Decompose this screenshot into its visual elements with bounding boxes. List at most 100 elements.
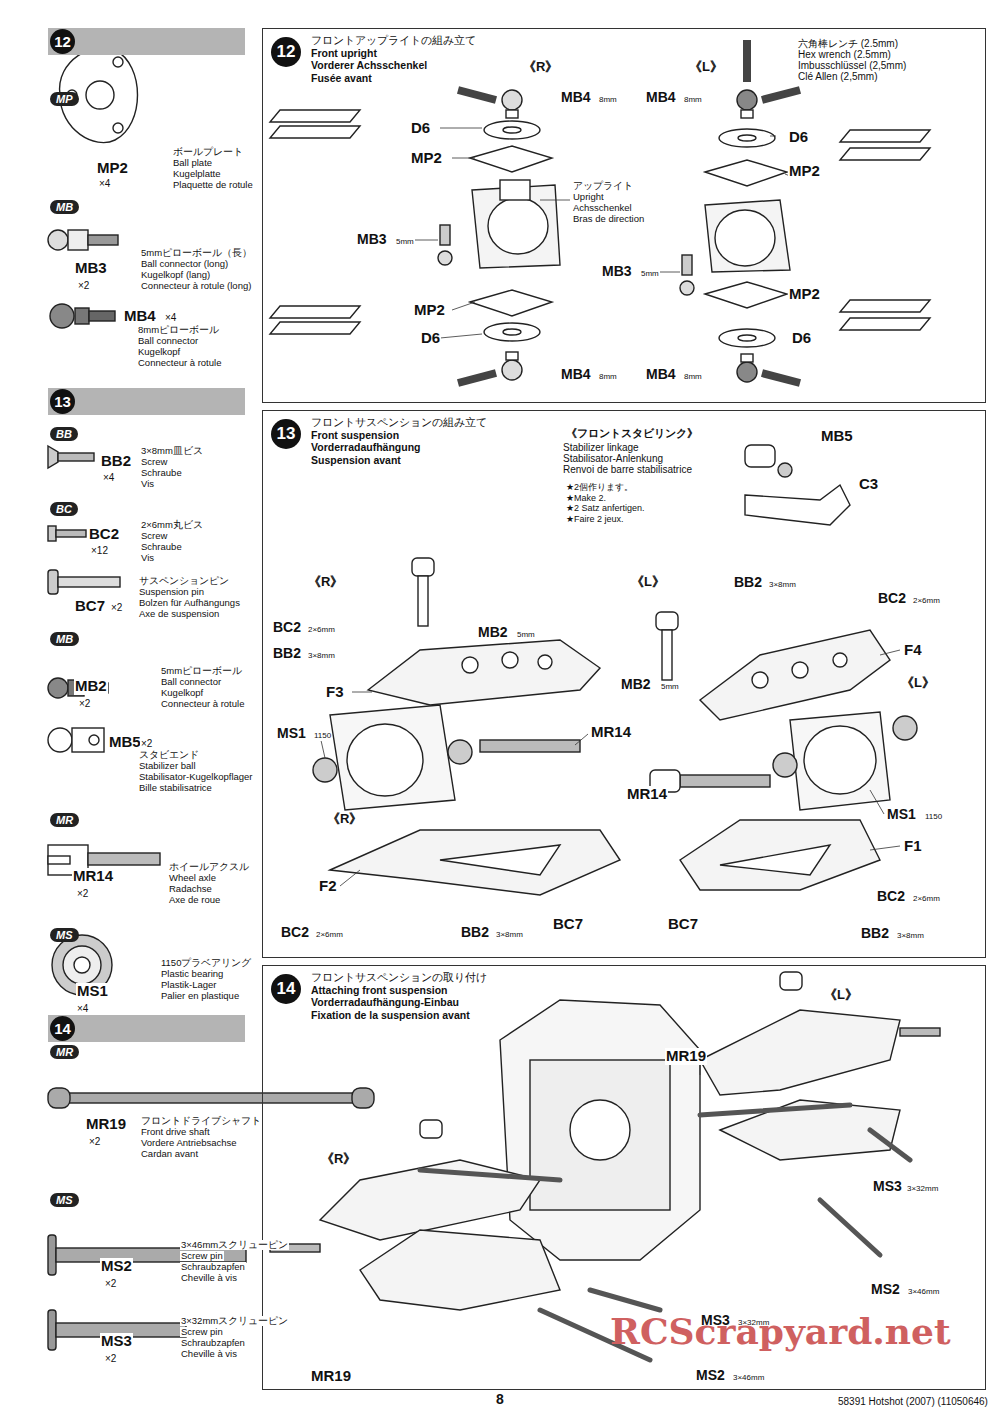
part-label: C3 [858, 476, 879, 493]
part-label: MS3 [872, 1179, 903, 1194]
annotation: 1150 [313, 732, 332, 741]
watermark: RCScrapyard.net [610, 1312, 951, 1352]
annotation: ★2個作ります。 [565, 483, 634, 493]
annotation: Achsschenkel [572, 203, 633, 213]
part-label: MP2 [96, 160, 129, 177]
step-title: Front suspension [311, 430, 399, 442]
part-label: MB4 [645, 90, 677, 105]
part-bag-tag: MR [50, 813, 79, 827]
annotation: 8mmピローボール [137, 325, 220, 335]
step-number: 12 [271, 37, 301, 67]
part-label: MB4 [123, 308, 157, 325]
annotation: 8mm [598, 373, 618, 382]
part-label: BC2 [876, 889, 906, 904]
annotation: ×12 [90, 545, 109, 556]
part-label: MP2 [410, 150, 443, 167]
annotation: Palier en plastique [160, 991, 240, 1001]
annotation: Cheville à vis [180, 1349, 238, 1359]
annotation: 2×6mm [315, 931, 344, 940]
annotation: ×2 [104, 1278, 117, 1289]
part-label: MS3 [100, 1333, 133, 1350]
annotation: Kugelkopf [160, 688, 204, 698]
part-label: MB2 [74, 678, 108, 695]
annotation: Ball connector (long) [140, 259, 229, 269]
step-number: 13 [271, 419, 301, 449]
part-label: D6 [791, 330, 812, 347]
annotation: ×2 [88, 1136, 101, 1147]
annotation: Plaquette de rotule [172, 180, 254, 190]
annotation: ×2 [140, 738, 153, 749]
part-label: 《L》 [823, 988, 859, 1002]
part-label: BC7 [74, 598, 106, 615]
part-label: F4 [903, 642, 923, 659]
annotation: Ball connector [137, 336, 199, 346]
part-bag-tag: MB [50, 200, 79, 214]
annotation: ×2 [77, 280, 90, 291]
annotation: ×2 [78, 698, 91, 709]
annotation: Connecteur à rotule (long) [140, 281, 252, 291]
annotation: 2×6mm丸ビス [140, 520, 204, 530]
part-label: BB2 [100, 453, 132, 470]
annotation: フロントドライブシャフト [140, 1116, 262, 1126]
annotation: Kugelkopf [137, 347, 181, 357]
annotation: 2×6mm [307, 626, 336, 635]
annotation: Ball connector [160, 677, 222, 687]
annotation: Axe de roue [168, 895, 221, 905]
annotation: 1150 [924, 813, 943, 822]
annotation: ×2 [76, 888, 89, 899]
part-bag-tag: MR [50, 1045, 79, 1059]
part-label: F2 [318, 878, 338, 895]
annotation: 3×8mm [307, 652, 336, 661]
annotation: Cardan avant [140, 1149, 199, 1159]
step-title: フロントサスペンションの取り付け [311, 972, 487, 984]
annotation: 3×8mm [768, 581, 797, 590]
annotation: スタビエンド [138, 750, 200, 760]
part-label: 《L》 [630, 575, 666, 589]
annotation: Hex wrench (2.5mm) [797, 49, 892, 60]
annotation: ★2 Satz anfertigen. [565, 504, 646, 514]
part-bag-tag: BC [50, 502, 78, 516]
step-number: 13 [50, 389, 75, 414]
part-label: MB4 [560, 90, 592, 105]
part-label: BB2 [860, 926, 890, 941]
part-label: MB3 [74, 260, 108, 277]
annotation: ×4 [76, 1003, 89, 1014]
annotation: Stabilizer linkage [562, 442, 640, 453]
part-label: MP2 [788, 163, 821, 180]
annotation: Stabilisator-Anlenkung [562, 453, 664, 464]
part-label: MR19 [665, 1048, 707, 1065]
annotation: Clé Allen (2,5mm) [797, 71, 878, 82]
part-label: MB2 [477, 625, 509, 640]
annotation: Connecteur à rotule [160, 699, 245, 709]
part-label: 《R》 [522, 60, 559, 74]
annotation: 2×6mm [912, 895, 941, 904]
step-title: Front upright [311, 48, 377, 60]
part-label: MB5 [820, 428, 854, 445]
annotation: Screw pin [180, 1251, 224, 1261]
step-title: Fixation de la suspension avant [311, 1010, 470, 1022]
annotation: Screw [140, 457, 168, 467]
annotation: Suspension pin [138, 587, 205, 597]
annotation: Kugelplatte [172, 169, 222, 179]
part-label: 8 [495, 1392, 505, 1407]
annotation: ×2 [104, 1353, 117, 1364]
part-label: 《R》 [326, 812, 363, 826]
part-label: MS2 [870, 1282, 901, 1297]
annotation: ★Faire 2 jeux. [565, 515, 625, 525]
annotation: アップライト [572, 181, 634, 191]
part-label: MS1 [886, 807, 917, 822]
annotation: 3×8mm [896, 932, 925, 941]
part-label: MS1 [76, 983, 109, 1000]
annotation: ×2 [110, 602, 123, 613]
part-label: MR19 [85, 1116, 127, 1133]
annotation: Schraubzapfen [180, 1262, 246, 1272]
part-label: 《R》 [320, 1152, 357, 1166]
step-title: Suspension avant [311, 455, 401, 467]
step-title: フロントサスペンションの組み立て [311, 417, 487, 429]
part-label: MB4 [645, 367, 677, 382]
part-label: MS1 [276, 726, 307, 741]
annotation: Bras de direction [572, 214, 645, 224]
part-label: MP2 [413, 302, 446, 319]
annotation: 58391 Hotshot (2007) (11050646) [837, 1396, 989, 1407]
part-label: F3 [325, 684, 345, 701]
